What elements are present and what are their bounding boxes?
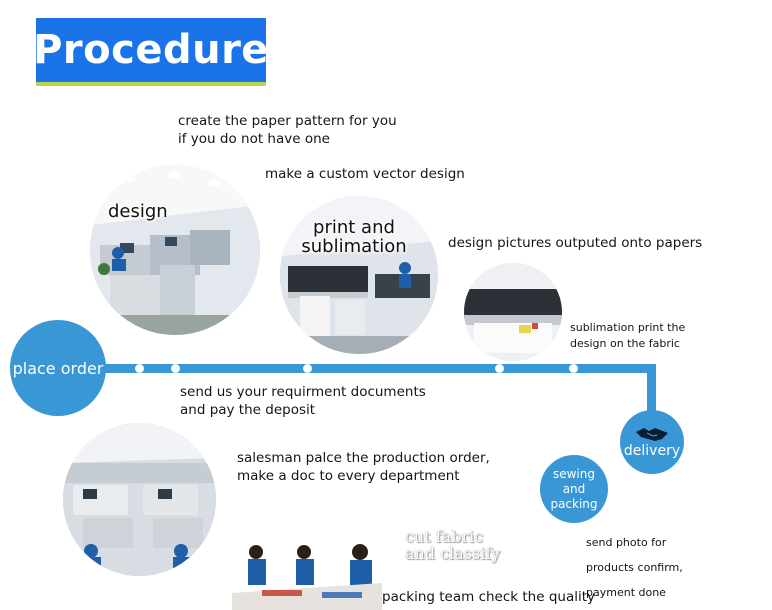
note-salesman-line-2: make a doc to every department <box>237 468 460 484</box>
note-send-photo-line-1: send photo for <box>586 536 667 549</box>
note-documents-line-2: and pay the deposit <box>180 402 316 418</box>
printer-closeup-photo <box>464 263 562 361</box>
timeline-dot <box>303 364 312 373</box>
timeline-dot <box>171 364 180 373</box>
place-order-label: place order <box>12 358 104 378</box>
timeline-dot <box>495 364 504 373</box>
note-send-photo: send photo for products confirm, payment… <box>586 530 683 605</box>
note-pattern-line-2: if you do not have one <box>178 131 330 147</box>
cut-fabric-label: cut fabric and classify <box>405 527 501 563</box>
timeline-down-track <box>647 364 656 430</box>
packing-team-illustration <box>232 538 382 610</box>
delivery-label: delivery <box>623 443 681 459</box>
note-pattern-line-1: create the paper pattern for you <box>178 113 397 129</box>
design-label: design <box>108 201 168 222</box>
note-outputted: design pictures outputed onto papers <box>448 235 703 251</box>
timeline-dot <box>569 364 578 373</box>
delivery-step: delivery <box>620 410 684 474</box>
note-sublimation: sublimation print the design on the fabr… <box>570 320 685 352</box>
note-send-photo-line-3: payment done <box>586 586 666 599</box>
note-documents-line-1: send us your requirment documents <box>180 384 426 400</box>
print-label: print and sublimation <box>301 217 407 257</box>
note-salesman: salesman palce the production order, mak… <box>237 449 490 485</box>
timeline-dot <box>135 364 144 373</box>
note-send-photo-line-2: products confirm, <box>586 561 683 574</box>
note-sublimation-line-2: design on the fabric <box>570 337 680 350</box>
production-office-photo <box>63 423 216 576</box>
note-sublimation-line-1: sublimation print the <box>570 321 686 334</box>
title-banner: Procedure <box>33 18 269 86</box>
note-quality: packing team check the quality <box>382 589 596 605</box>
sewing-packing-step: sewing and packing <box>540 455 608 523</box>
design-office-photo: design <box>90 165 260 335</box>
place-order-step: place order <box>10 320 106 416</box>
page-title: Procedure <box>33 27 269 73</box>
handshake-icon <box>636 428 668 441</box>
print-room-illustration <box>280 196 438 354</box>
packing-team-photo <box>232 538 382 610</box>
note-salesman-line-1: salesman palce the production order, <box>237 450 490 466</box>
printer-illustration <box>464 263 562 361</box>
note-documents: send us your requirment documents and pa… <box>180 383 426 419</box>
timeline-track <box>100 364 656 373</box>
office-illustration <box>90 165 260 335</box>
note-pattern: create the paper pattern for you if you … <box>178 112 397 148</box>
note-vector: make a custom vector design <box>265 166 465 182</box>
print-room-photo: print and sublimation <box>280 196 438 354</box>
production-office-illustration <box>63 423 216 576</box>
sewing-packing-label: sewing and packing <box>550 466 598 511</box>
